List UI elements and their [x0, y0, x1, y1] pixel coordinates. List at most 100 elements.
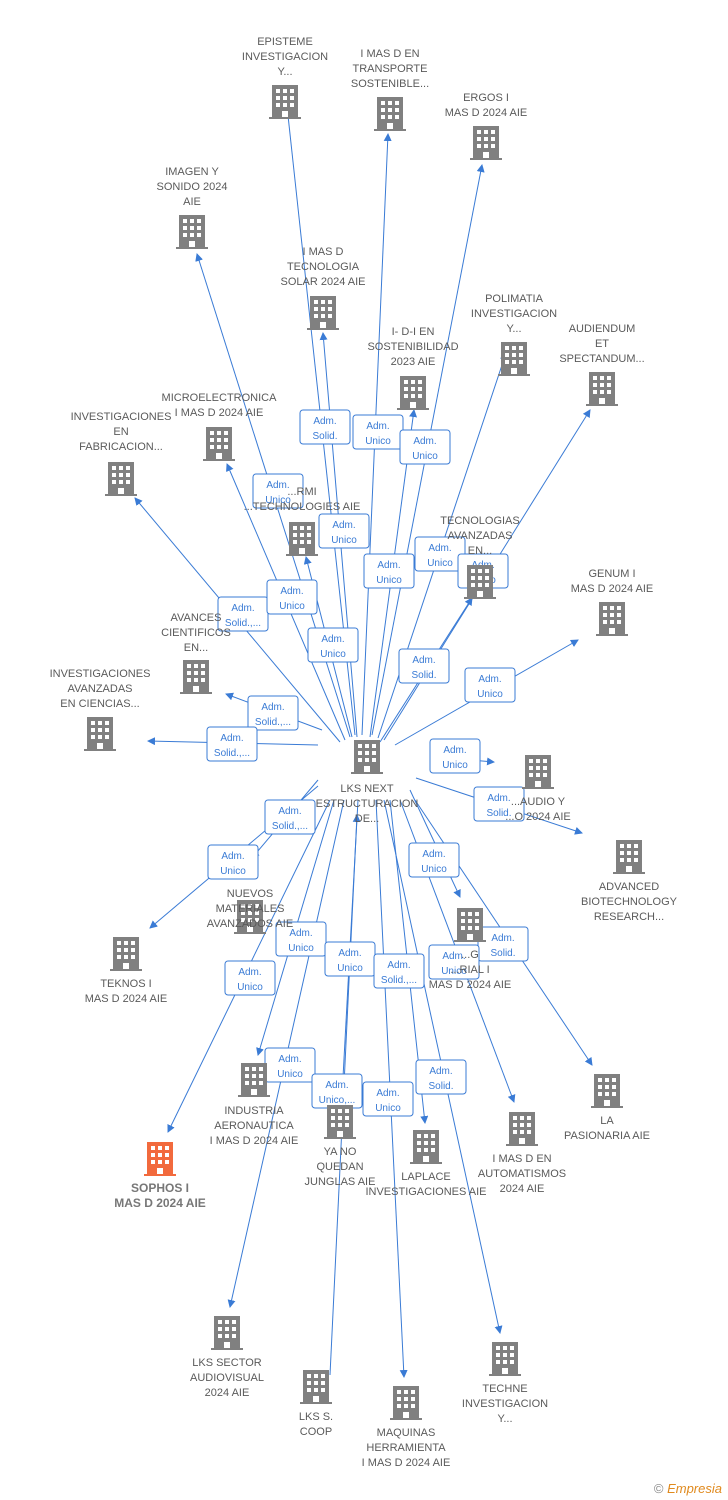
edge-label-n13[interactable]: Adm.Unico — [464, 667, 516, 703]
building-icon — [591, 1074, 623, 1108]
company-node-n28[interactable]: LKS S.COOP — [299, 1370, 333, 1438]
edge-label-n21[interactable]: Adm.Solid. — [477, 926, 529, 962]
building-icon — [374, 97, 406, 131]
edge-label-n2[interactable]: Adm.Unico — [352, 414, 404, 450]
edge-label-n30[interactable]: Adm.Solid. — [415, 1059, 467, 1095]
node-label: ERGOS I — [463, 92, 509, 104]
edge-label-n24[interactable]: Adm.Unico — [428, 944, 480, 980]
company-node-n1[interactable]: EPISTEMEINVESTIGACIONY... — [242, 36, 328, 119]
company-node-n17[interactable]: ADVANCEDBIOTECHNOLOGYRESEARCH... — [581, 840, 678, 923]
edge-label-n7[interactable]: Adm.Unico — [363, 553, 415, 589]
edge-label-text: Solid.,... — [214, 748, 250, 759]
edge-label-n1[interactable]: Adm.Solid. — [299, 409, 351, 445]
node-label: EN — [113, 426, 128, 438]
edge-label-n10[interactable]: Adm.Unico — [266, 579, 318, 615]
building-icon — [489, 1342, 521, 1376]
node-label: ...RIAL I — [450, 964, 489, 976]
building-icon — [211, 1316, 243, 1350]
company-node-center[interactable]: LKS NEXTESTRUCTURACIONDE... — [316, 740, 419, 825]
edge-label-n23[interactable]: Adm.Unico — [324, 941, 376, 977]
edge-label-text: Unico — [220, 866, 246, 877]
edge-label-n19[interactable]: Adm.Unico — [207, 844, 259, 880]
node-label: 2024 AIE — [205, 1387, 250, 1399]
company-node-n30[interactable]: TECHNEINVESTIGACIONY... — [462, 1342, 548, 1425]
node-label: I MAS D 2024 AIE — [175, 407, 264, 419]
edge-label-text: Adm. — [231, 603, 254, 614]
node-label: ...TECHNOLOGIES AIE — [244, 501, 361, 513]
edge-label-n27[interactable]: Adm.Unico — [264, 1047, 316, 1083]
node-label: CIENTIFICOS — [161, 627, 231, 639]
edge-label-n4[interactable]: Adm.Unico — [252, 473, 304, 509]
node-label: DE... — [355, 813, 379, 825]
company-node-n14[interactable]: AVANCESCIENTIFICOSEN... — [161, 612, 231, 694]
edge-label-n12[interactable]: Adm.Solid. — [398, 648, 450, 684]
company-node-n11[interactable]: ...RMI...TECHNOLOGIES AIE — [244, 486, 361, 556]
node-label: I MAS D — [303, 246, 344, 258]
company-node-n6[interactable]: POLIMATIAINVESTIGACIONY... — [471, 293, 557, 376]
edge-label-text: Adm. — [443, 745, 466, 756]
edge-label-text: Adm. — [313, 416, 336, 427]
edge-label-n15[interactable]: Adm.Solid.,... — [206, 726, 258, 762]
edge-label-text: Adm. — [278, 1054, 301, 1065]
node-label: INVESTIGACION — [471, 308, 557, 320]
edge-label-text: Adm. — [387, 960, 410, 971]
company-node-n16[interactable]: ...AUDIO Y...O 2024 AIE — [505, 755, 571, 823]
node-label: AUDIOVISUAL — [190, 1372, 264, 1384]
edge-label-text: Adm. — [442, 951, 465, 962]
edge-label-n26[interactable]: Adm.Unico — [224, 960, 276, 996]
edge-label-text: Adm. — [376, 1088, 399, 1099]
edge-label-box — [408, 842, 460, 878]
edge-label-text: Unico — [320, 649, 346, 660]
node-label: IMAGEN Y — [165, 166, 219, 178]
company-node-n2[interactable]: I MAS D ENTRANSPORTESOSTENIBLE... — [351, 48, 429, 131]
edge-label-n22[interactable]: Adm.Unico — [275, 921, 327, 957]
edge-label-n3[interactable]: Adm.Unico — [399, 429, 451, 465]
edge-label-text: Adm. — [278, 806, 301, 817]
brand-logo[interactable]: Empresia — [667, 1481, 722, 1496]
edge-label-n29[interactable]: Adm.Unico — [362, 1081, 414, 1117]
edge-label-box — [363, 553, 415, 589]
edge-label-n17[interactable]: Adm.Solid. — [473, 786, 525, 822]
edge-label-box — [252, 473, 304, 509]
building-icon — [307, 296, 339, 330]
company-node-n12[interactable]: TECNOLOGIASAVANZADASEN... — [440, 515, 520, 599]
edge-label-n16[interactable]: Adm.Unico — [429, 738, 481, 774]
edge-label-n9[interactable]: Adm.Solid.,... — [217, 596, 269, 632]
node-label: AVANZADOS AIE — [207, 918, 293, 930]
edge-label-n5[interactable]: Adm.Unico — [318, 513, 370, 549]
edge-label-n25[interactable]: Adm.Solid.,... — [373, 953, 425, 989]
edge-label-n20[interactable]: Adm.Unico — [408, 842, 460, 878]
company-node-n10[interactable]: INVESTIGACIONESENFABRICACION... — [71, 411, 172, 496]
node-label: ESTRUCTURACION — [316, 798, 419, 810]
edge-label-box — [429, 738, 481, 774]
node-label: Y... — [506, 323, 521, 335]
edge-label-box — [362, 1081, 414, 1117]
edge-label-n18[interactable]: Adm.Solid.,... — [264, 799, 316, 835]
edge-label-n28[interactable]: Adm.Unico,... — [311, 1073, 363, 1109]
edge-label-n14[interactable]: Adm.Solid.,... — [247, 695, 299, 731]
building-icon — [144, 1142, 176, 1176]
edge-label-n11[interactable]: Adm.Unico — [307, 627, 359, 663]
building-icon — [324, 1105, 356, 1139]
edge-label-box — [477, 926, 529, 962]
company-node-n8[interactable]: AUDIENDUMETSPECTANDUM... — [559, 323, 645, 406]
node-label: FABRICACION... — [79, 441, 163, 453]
